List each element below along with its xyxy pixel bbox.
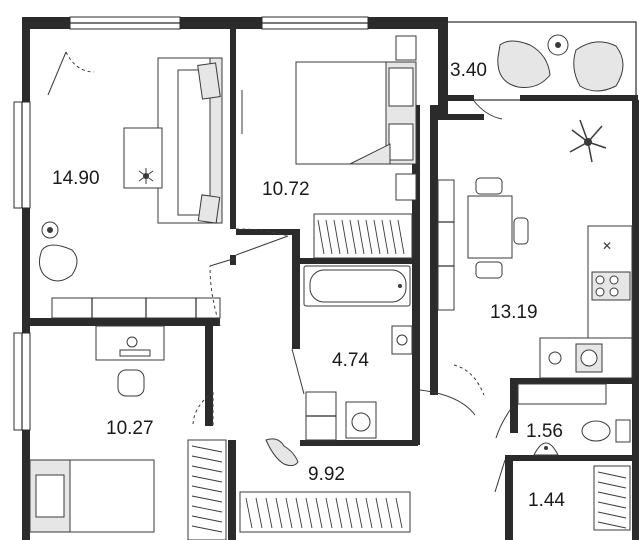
area-kitchen: 13.19 (490, 302, 538, 323)
hallway-furniture (239, 389, 476, 533)
plant-icon (138, 168, 154, 184)
bathtub-icon (303, 265, 411, 307)
storage-furniture (494, 459, 631, 531)
cat-icon (265, 438, 299, 467)
bedroom-furniture (235, 35, 417, 259)
balcony-furniture (473, 34, 624, 120)
wardrobe-hatch (317, 219, 405, 255)
toilet-icon (581, 419, 631, 443)
walls (22, 17, 639, 540)
area-bathroom: 4.74 (332, 350, 369, 371)
area-living-room: 14.90 (52, 168, 100, 189)
area-hallway: 9.92 (308, 464, 345, 485)
kids-room-furniture (29, 325, 227, 540)
living-room-furniture (38, 51, 237, 327)
toilet-furniture (495, 383, 631, 456)
windows (13, 16, 369, 431)
plant-icon (569, 119, 607, 163)
area-storage: 1.44 (528, 490, 565, 511)
bathroom-furniture (291, 265, 413, 441)
sink-icon (391, 325, 413, 355)
sink-icon (533, 442, 559, 456)
desk-lamp-icon (119, 336, 151, 357)
area-balcony: 3.40 (450, 60, 487, 81)
washing-machine-icon (345, 401, 377, 439)
area-kids-room: 10.27 (106, 418, 154, 439)
svg-text:✕: ✕ (602, 239, 612, 253)
area-bedroom: 10.72 (262, 179, 310, 200)
area-labels: 14.90 10.72 3.40 13.19 4.74 10.27 9.92 1… (52, 60, 565, 511)
armchair-icon (38, 221, 78, 282)
kitchen-furniture: ✕ (437, 119, 633, 396)
area-toilet: 1.56 (526, 421, 563, 442)
